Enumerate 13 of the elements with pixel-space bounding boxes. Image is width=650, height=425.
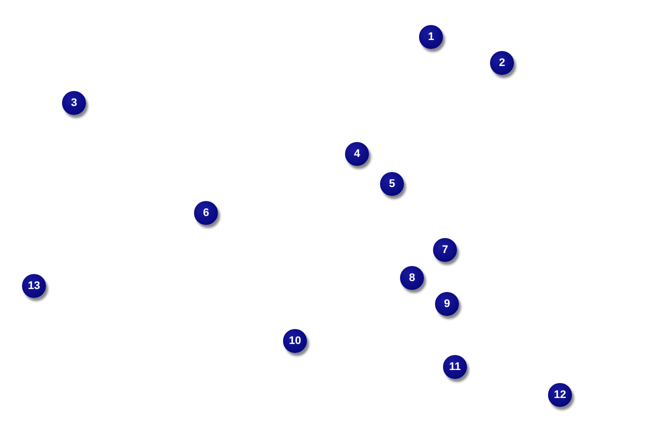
callout-number: 5: [380, 172, 404, 196]
callout-number: 10: [283, 329, 307, 353]
callout-number: 6: [194, 201, 218, 225]
callout-number: 9: [435, 292, 459, 316]
callout-number: 4: [345, 142, 369, 166]
callout-number: 8: [400, 266, 424, 290]
callout-number: 1: [419, 25, 443, 49]
callout-number: 12: [548, 383, 572, 407]
callout-number: 11: [443, 355, 467, 379]
callout-number: 3: [62, 91, 86, 115]
callout-number: 7: [433, 238, 457, 262]
callout-number: 13: [22, 274, 46, 298]
callout-number: 2: [490, 51, 514, 75]
